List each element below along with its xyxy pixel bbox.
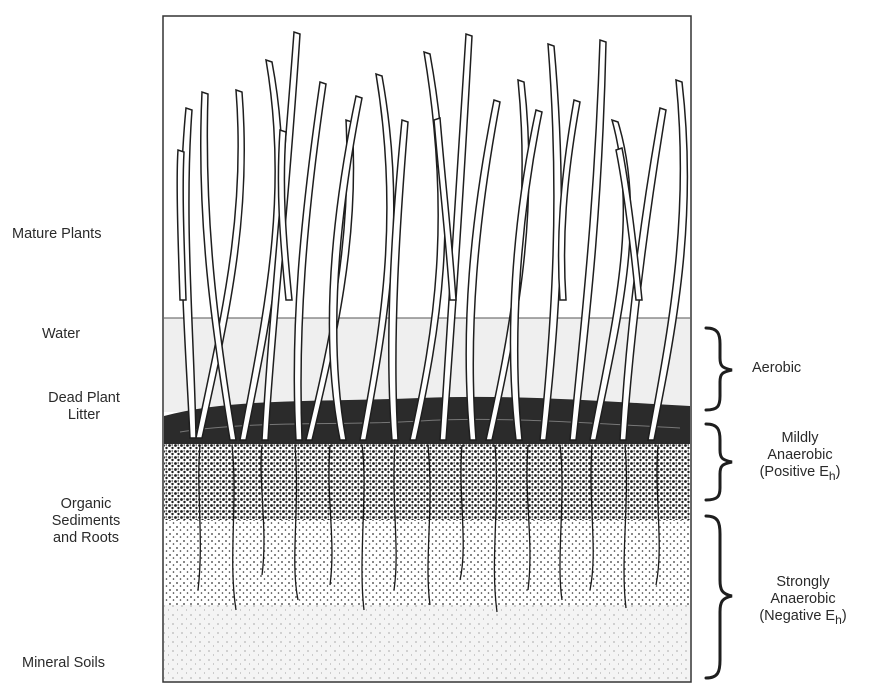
label-organic-line2: Sediments [24,513,148,530]
label-mildly-anaerobic: Mildly Anaerobic (Positive Eh) [730,430,870,485]
label-organic-line1: Organic [24,496,148,513]
label-aerobic: Aerobic [752,360,801,377]
strongly-eh-suffix: ) [842,608,847,624]
label-strongly-line3: (Negative Eh) [730,608,876,629]
label-strongly-line2: Anaerobic [730,591,876,608]
mildly-eh-suffix: ) [836,464,841,480]
label-dead-plant-litter-line2: Litter [24,407,144,424]
label-mildly-line3: (Positive Eh) [730,464,870,485]
mildly-eh-sub: h [829,469,836,483]
mineral-soil-layer [164,605,690,681]
label-water: Water [42,326,80,343]
transition-layer [164,520,690,605]
label-strongly-line1: Strongly [730,574,876,591]
label-dead-plant-litter-line1: Dead Plant [24,390,144,407]
label-mildly-line2: Anaerobic [730,447,870,464]
braces [706,328,732,678]
strongly-eh-prefix: (Negative E [759,608,835,624]
label-organic-line3: and Roots [24,530,148,547]
label-strongly-anaerobic: Strongly Anaerobic (Negative Eh) [730,574,876,629]
label-dead-plant-litter: Dead Plant Litter [24,390,144,424]
organic-sediment-layer [164,442,690,520]
brace-aerobic [706,328,732,410]
label-mature-plants: Mature Plants [12,226,101,243]
strongly-eh-sub: h [835,613,842,627]
brace-mildly-anaerobic [706,424,732,500]
brace-strongly-anaerobic [706,516,732,678]
label-mineral-soils: Mineral Soils [22,655,105,672]
label-organic-sediments: Organic Sediments and Roots [24,496,148,547]
mildly-eh-prefix: (Positive E [760,464,829,480]
label-mildly-line1: Mildly [730,430,870,447]
